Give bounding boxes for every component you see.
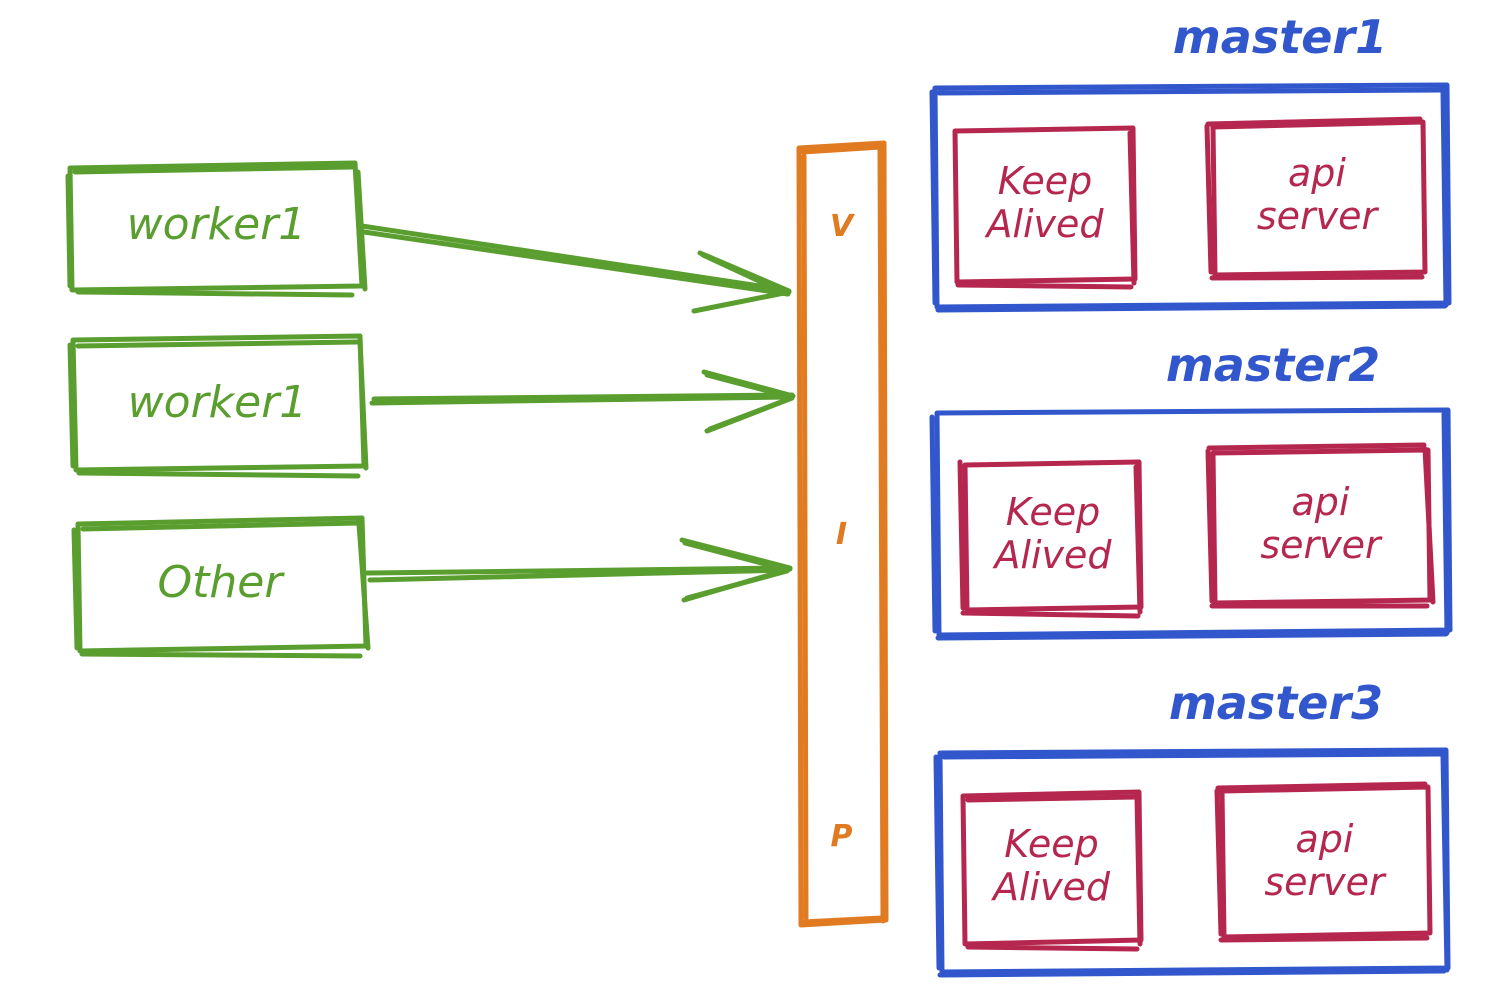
vip-column-shape[interactable] — [796, 140, 889, 928]
client-box-worker1-shape[interactable] — [65, 160, 368, 298]
master2-container-shape[interactable] — [929, 407, 1453, 641]
master3-container-shape[interactable] — [933, 747, 1451, 978]
master2-apiserver-shape[interactable] — [1205, 442, 1436, 609]
master1-keepalived-shape[interactable] — [952, 125, 1138, 290]
master1-apiserver-shape[interactable] — [1204, 116, 1428, 281]
master2-keepalived-shape[interactable] — [957, 459, 1144, 619]
client-box-other-shape[interactable] — [71, 515, 371, 659]
client-box-worker2-shape[interactable] — [67, 333, 369, 479]
master3-keepalived-shape[interactable] — [960, 789, 1144, 952]
arrow-other-to-vip — [364, 537, 793, 603]
arrow-worker1-to-vip — [359, 223, 792, 314]
arrow-worker2-to-vip — [369, 369, 796, 434]
master1-container-shape[interactable] — [929, 82, 1452, 313]
master3-apiserver-shape[interactable] — [1214, 781, 1433, 943]
